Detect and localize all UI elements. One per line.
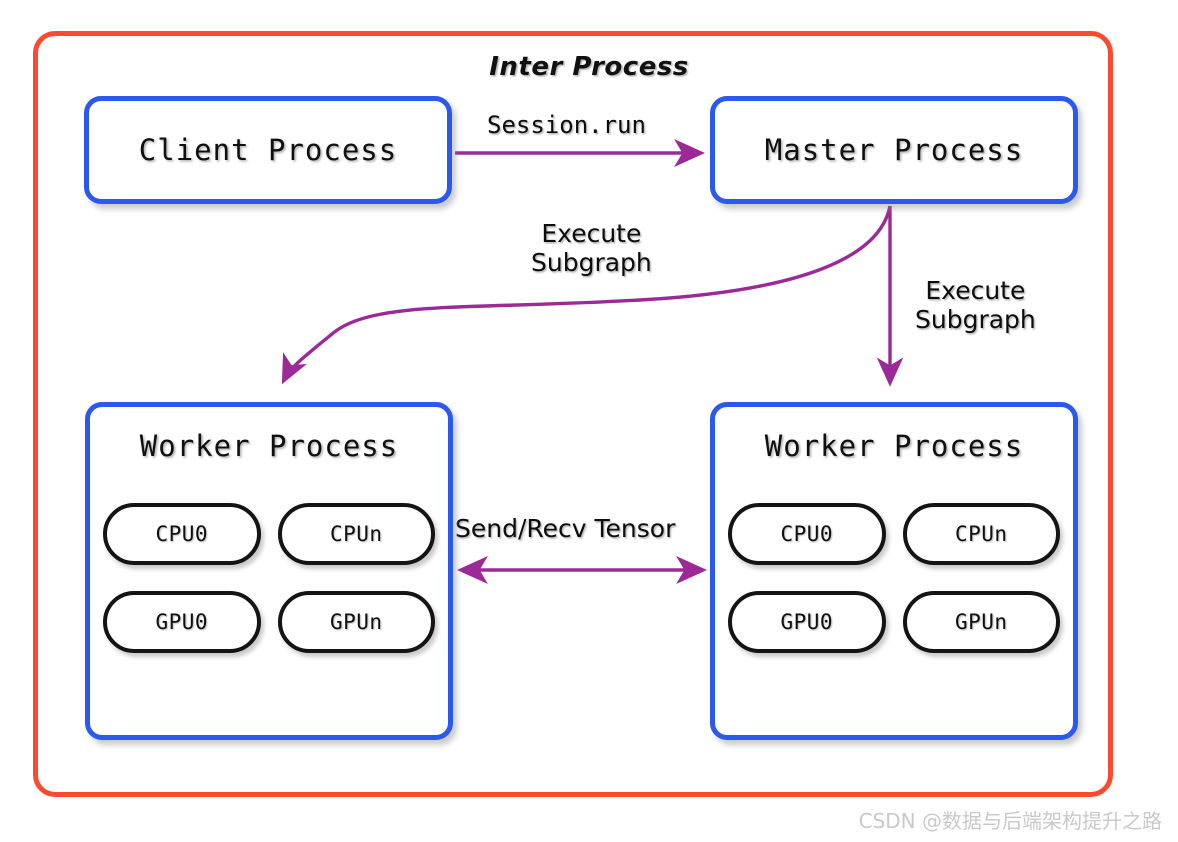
edge-label-execute-subgraph-right: Execute Subgraph	[915, 276, 1036, 334]
master-process-label: Master Process	[764, 133, 1024, 167]
worker-process-left-label: Worker Process	[139, 429, 399, 463]
device-pill-gpu0[interactable]: GPU0	[103, 591, 261, 653]
device-pill-cpun[interactable]: CPUn	[902, 503, 1060, 565]
worker-left-device-grid: CPU0 CPUn GPU0 GPUn	[103, 503, 435, 653]
device-pill-cpun[interactable]: CPUn	[277, 503, 435, 565]
worker-right-device-grid: CPU0 CPUn GPU0 GPUn	[728, 503, 1060, 653]
master-process-box[interactable]: Master Process	[710, 96, 1078, 204]
device-pill-cpu0[interactable]: CPU0	[103, 503, 261, 565]
device-pill-cpu0[interactable]: CPU0	[728, 503, 886, 565]
worker-process-left-box[interactable]: Worker Process CPU0 CPUn GPU0 GPUn	[85, 402, 453, 740]
device-pill-gpu0[interactable]: GPU0	[728, 591, 886, 653]
worker-process-right-box[interactable]: Worker Process CPU0 CPUn GPU0 GPUn	[710, 402, 1078, 740]
client-process-label: Client Process	[138, 133, 398, 167]
edge-label-session-run: Session.run	[487, 111, 646, 139]
worker-process-right-label: Worker Process	[764, 429, 1024, 463]
edge-label-execute-subgraph-left: Execute Subgraph	[531, 219, 652, 277]
inter-process-boundary	[33, 31, 1113, 797]
edge-label-send-recv-tensor: Send/Recv Tensor	[455, 514, 676, 543]
csdn-watermark: CSDN @数据与后端架构提升之路	[858, 809, 1162, 833]
device-pill-gpun[interactable]: GPUn	[277, 591, 435, 653]
diagram-title: Inter Process	[489, 52, 689, 82]
client-process-box[interactable]: Client Process	[84, 96, 452, 204]
device-pill-gpun[interactable]: GPUn	[902, 591, 1060, 653]
